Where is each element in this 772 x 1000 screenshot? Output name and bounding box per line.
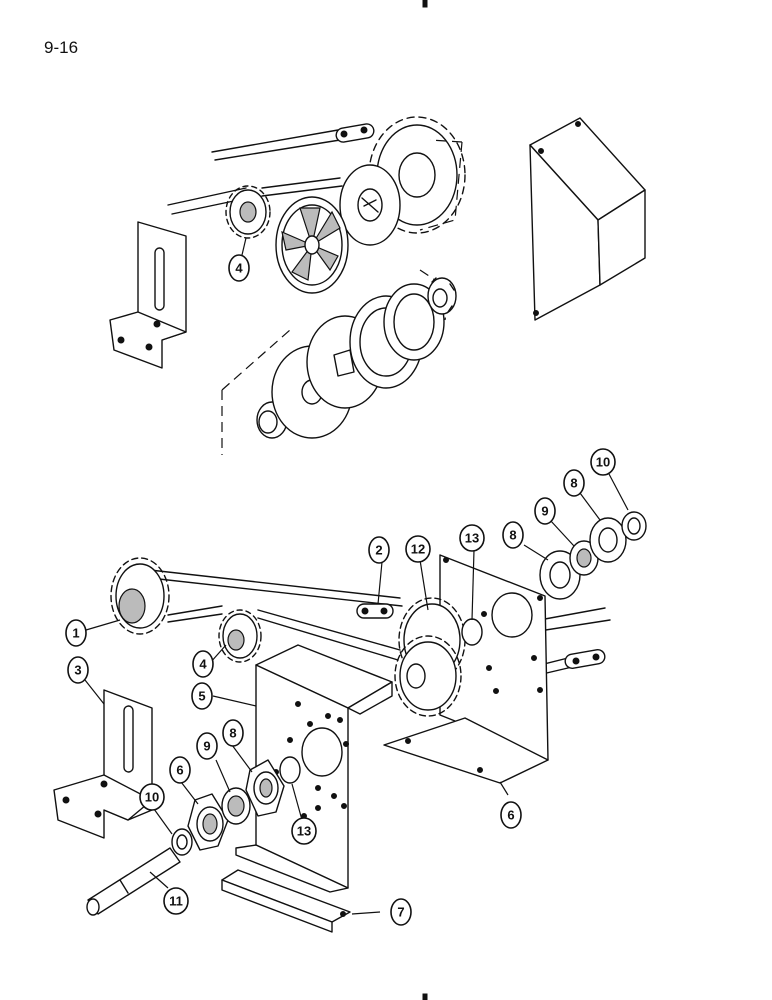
callout-label: 9	[203, 739, 210, 754]
upper-dashed-frame-top	[429, 139, 463, 143]
lower-right-flange-b	[589, 517, 627, 563]
callout-label: 13	[297, 824, 311, 839]
callout-label: 1	[72, 626, 79, 641]
lower-mid-flange	[245, 759, 285, 817]
callout-8-right-a: 8	[502, 521, 524, 549]
page-edge-mark-top	[422, 0, 428, 8]
leader-lines	[84, 473, 629, 915]
upper-spoked-hub	[275, 196, 349, 294]
upper-assembly: 4	[109, 116, 646, 455]
main-plate-holes	[273, 701, 349, 819]
leader-c4-upper	[241, 237, 247, 256]
callout-label: 8	[509, 528, 516, 543]
callout-4-upper: 4	[228, 254, 250, 282]
lower-left-collar	[171, 828, 193, 856]
lower-left-flange	[187, 793, 229, 851]
callout-label: 13	[465, 531, 479, 546]
page-edge-mark-bottom	[422, 993, 428, 1000]
callout-label: 4	[235, 261, 243, 276]
lower-bottom-strip	[221, 869, 351, 933]
callout-7: 7	[390, 898, 412, 926]
lower-left-sprocket	[110, 557, 170, 635]
lower-assembly: 1 2 3 4 5 6 7 6	[53, 448, 647, 933]
callout-8-mid: 8	[222, 719, 244, 747]
callout-1: 1	[65, 619, 87, 647]
callout-3: 3	[67, 656, 89, 684]
lower-back-plate	[383, 554, 549, 784]
callout-9-left: 9	[196, 732, 218, 760]
callout-label: 10	[145, 790, 159, 805]
upper-bracket	[109, 221, 187, 369]
lower-right-bearing	[569, 540, 599, 576]
lower-chain-strand-top	[149, 569, 403, 607]
lower-left-bearing	[221, 787, 251, 825]
upper-chain-strand-top	[211, 129, 341, 161]
upper-small-sprocket	[225, 185, 271, 239]
callout-13-bottom: 13	[291, 817, 317, 845]
callout-label: 8	[229, 726, 236, 741]
callout-4: 4	[192, 650, 214, 678]
callout-8-right-b: 8	[563, 469, 585, 497]
lower-bushing	[279, 756, 301, 784]
upper-guard	[529, 117, 646, 321]
upper-castle-nut	[427, 277, 457, 315]
lower-chain-link-right	[564, 649, 606, 669]
upper-dashed-frame-right	[419, 141, 463, 231]
callout-label: 9	[541, 504, 548, 519]
lower-chain-strand-mid	[257, 609, 401, 661]
callout-11: 11	[163, 887, 189, 915]
lower-double-sprocket	[394, 597, 466, 717]
callout-10-left: 10	[139, 783, 165, 811]
lower-shaft	[86, 847, 181, 916]
callout-label: 8	[570, 476, 577, 491]
lower-right-collar	[621, 511, 647, 541]
upper-disc	[339, 164, 401, 246]
callout-2: 2	[368, 536, 390, 564]
lower-small-sprocket	[218, 609, 262, 663]
callout-label: 5	[198, 689, 205, 704]
callout-8-left: 6	[169, 756, 191, 784]
lower-spacer-top	[461, 618, 483, 646]
callout-label: 6	[507, 808, 514, 823]
callout-label: 7	[397, 905, 404, 920]
callout-13-top: 13	[459, 524, 485, 552]
lower-chain-link	[356, 603, 394, 619]
page-number: 9-16	[44, 38, 79, 57]
upper-chain-link	[335, 123, 375, 143]
lower-bracket	[53, 689, 153, 839]
callout-label: 3	[74, 663, 81, 678]
callout-12: 12	[405, 535, 431, 563]
callout-label: 10	[596, 455, 610, 470]
callout-6: 6	[500, 801, 522, 829]
lower-main-plate	[235, 644, 393, 893]
callout-10-right: 10	[590, 448, 616, 476]
callout-label: 12	[411, 542, 425, 557]
callout-9-right: 9	[534, 497, 556, 525]
callout-label: 11	[169, 894, 183, 909]
lower-chain-strand-left	[167, 605, 223, 623]
callout-label: 2	[375, 543, 382, 558]
callout-5: 5	[191, 682, 213, 710]
callout-label: 6	[176, 763, 183, 778]
callout-label: 4	[199, 657, 207, 672]
upper-chain-strand-mid	[261, 177, 343, 197]
